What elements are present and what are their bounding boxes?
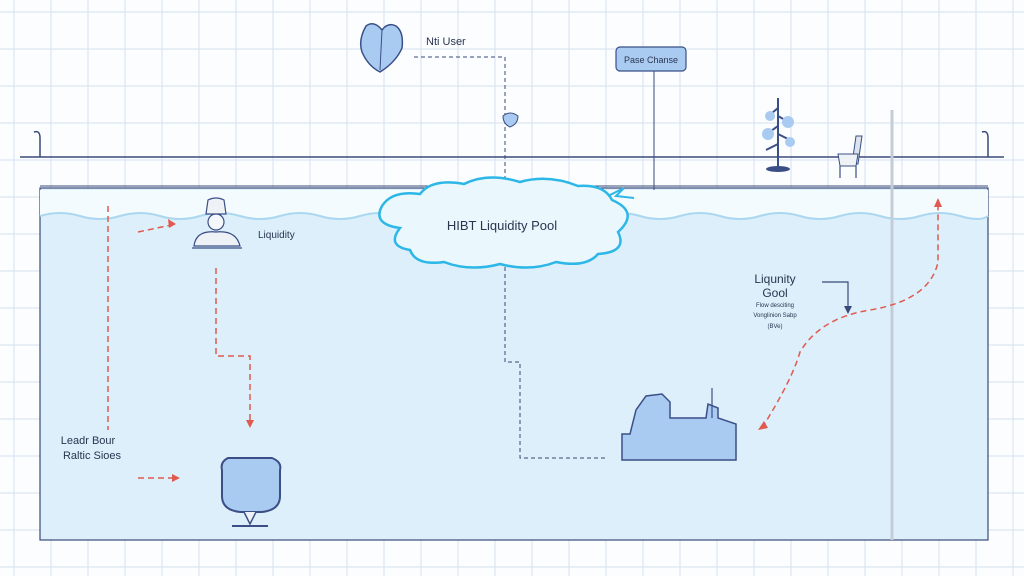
- left-label-line1: Leadr Bour: [61, 435, 116, 447]
- right-rail-hook: [981, 130, 989, 157]
- liquidity-label: Liquidity: [258, 230, 295, 241]
- arrow-to-vessel: [215, 268, 251, 424]
- title-cloud: [378, 176, 635, 269]
- small-shield-icon: [502, 112, 519, 128]
- pool-box[interactable]: Pase Chanse: [615, 46, 687, 72]
- heart-icon: [359, 23, 404, 73]
- right-label-line4: Vonglinion Sabp: [753, 313, 797, 319]
- diagram-title: HIBT Liquidity Pool: [447, 218, 557, 233]
- right-curved-flow: [761, 204, 939, 429]
- arrow-heads: [168, 198, 942, 482]
- vessel-icon[interactable]: [220, 457, 282, 527]
- machine-icon[interactable]: [621, 388, 737, 461]
- left-label-line2: Raltic Sioes: [63, 450, 122, 462]
- right-label-line1: Liqunity: [754, 272, 795, 286]
- chair-icon: [837, 135, 863, 178]
- tree-icon: [762, 98, 795, 172]
- left-rail-hook: [33, 130, 41, 157]
- pool-box-label: Pase Chanse: [624, 55, 678, 65]
- person-icon: [192, 197, 242, 249]
- user-label: Nti User: [426, 36, 466, 48]
- right-label-line3: Flow desciting: [756, 303, 794, 309]
- user-connector: [414, 56, 606, 459]
- right-label-line5: (BVe): [767, 324, 782, 330]
- right-label-group: Liqunity Gool Flow desciting Vonglinion …: [753, 272, 852, 330]
- right-label-line2: Gool: [762, 286, 787, 300]
